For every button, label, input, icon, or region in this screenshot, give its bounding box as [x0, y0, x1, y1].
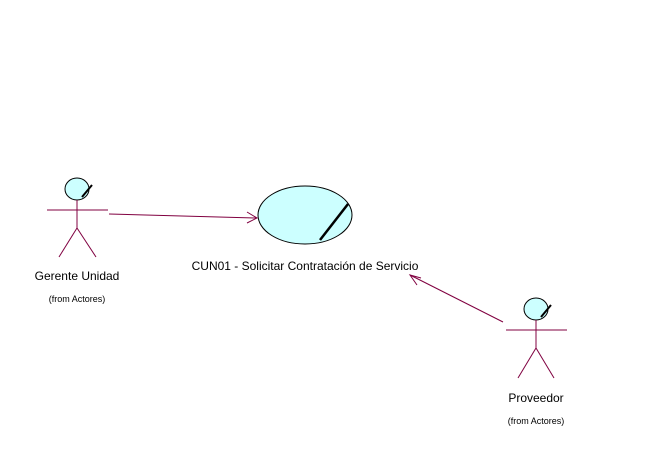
- use-case-mark: [319, 203, 349, 241]
- actor-right-leg: [535, 347, 555, 379]
- use-case-cun01[interactable]: [257, 185, 353, 245]
- association-gerente-cun01[interactable]: [108, 211, 259, 224]
- actor-head-mark: [540, 304, 552, 318]
- actor-package-gerente-unidad: (from Actores): [48, 294, 106, 304]
- association-arrowhead: [246, 211, 259, 224]
- actor-gerente-unidad[interactable]: [47, 177, 108, 258]
- association-arrowhead: [408, 274, 422, 286]
- actor-right-leg: [76, 227, 97, 258]
- actor-left-leg: [58, 227, 78, 258]
- actor-left-leg: [517, 347, 537, 379]
- actor-name-gerente-unidad: Gerente Unidad: [34, 269, 120, 283]
- association-line: [108, 213, 258, 219]
- association-proveedor-cun01[interactable]: [408, 274, 504, 323]
- actor-proveedor[interactable]: [506, 297, 567, 379]
- actor-name-proveedor: Proveedor: [508, 391, 564, 405]
- actor-head: [523, 297, 549, 321]
- use-case-label-cun01: CUN01 - Solicitar Contratación de Servic…: [191, 259, 419, 273]
- actor-head: [64, 177, 90, 201]
- actor-package-proveedor: (from Actores): [507, 416, 565, 426]
- actor-head-mark: [81, 184, 93, 198]
- association-line: [409, 274, 504, 323]
